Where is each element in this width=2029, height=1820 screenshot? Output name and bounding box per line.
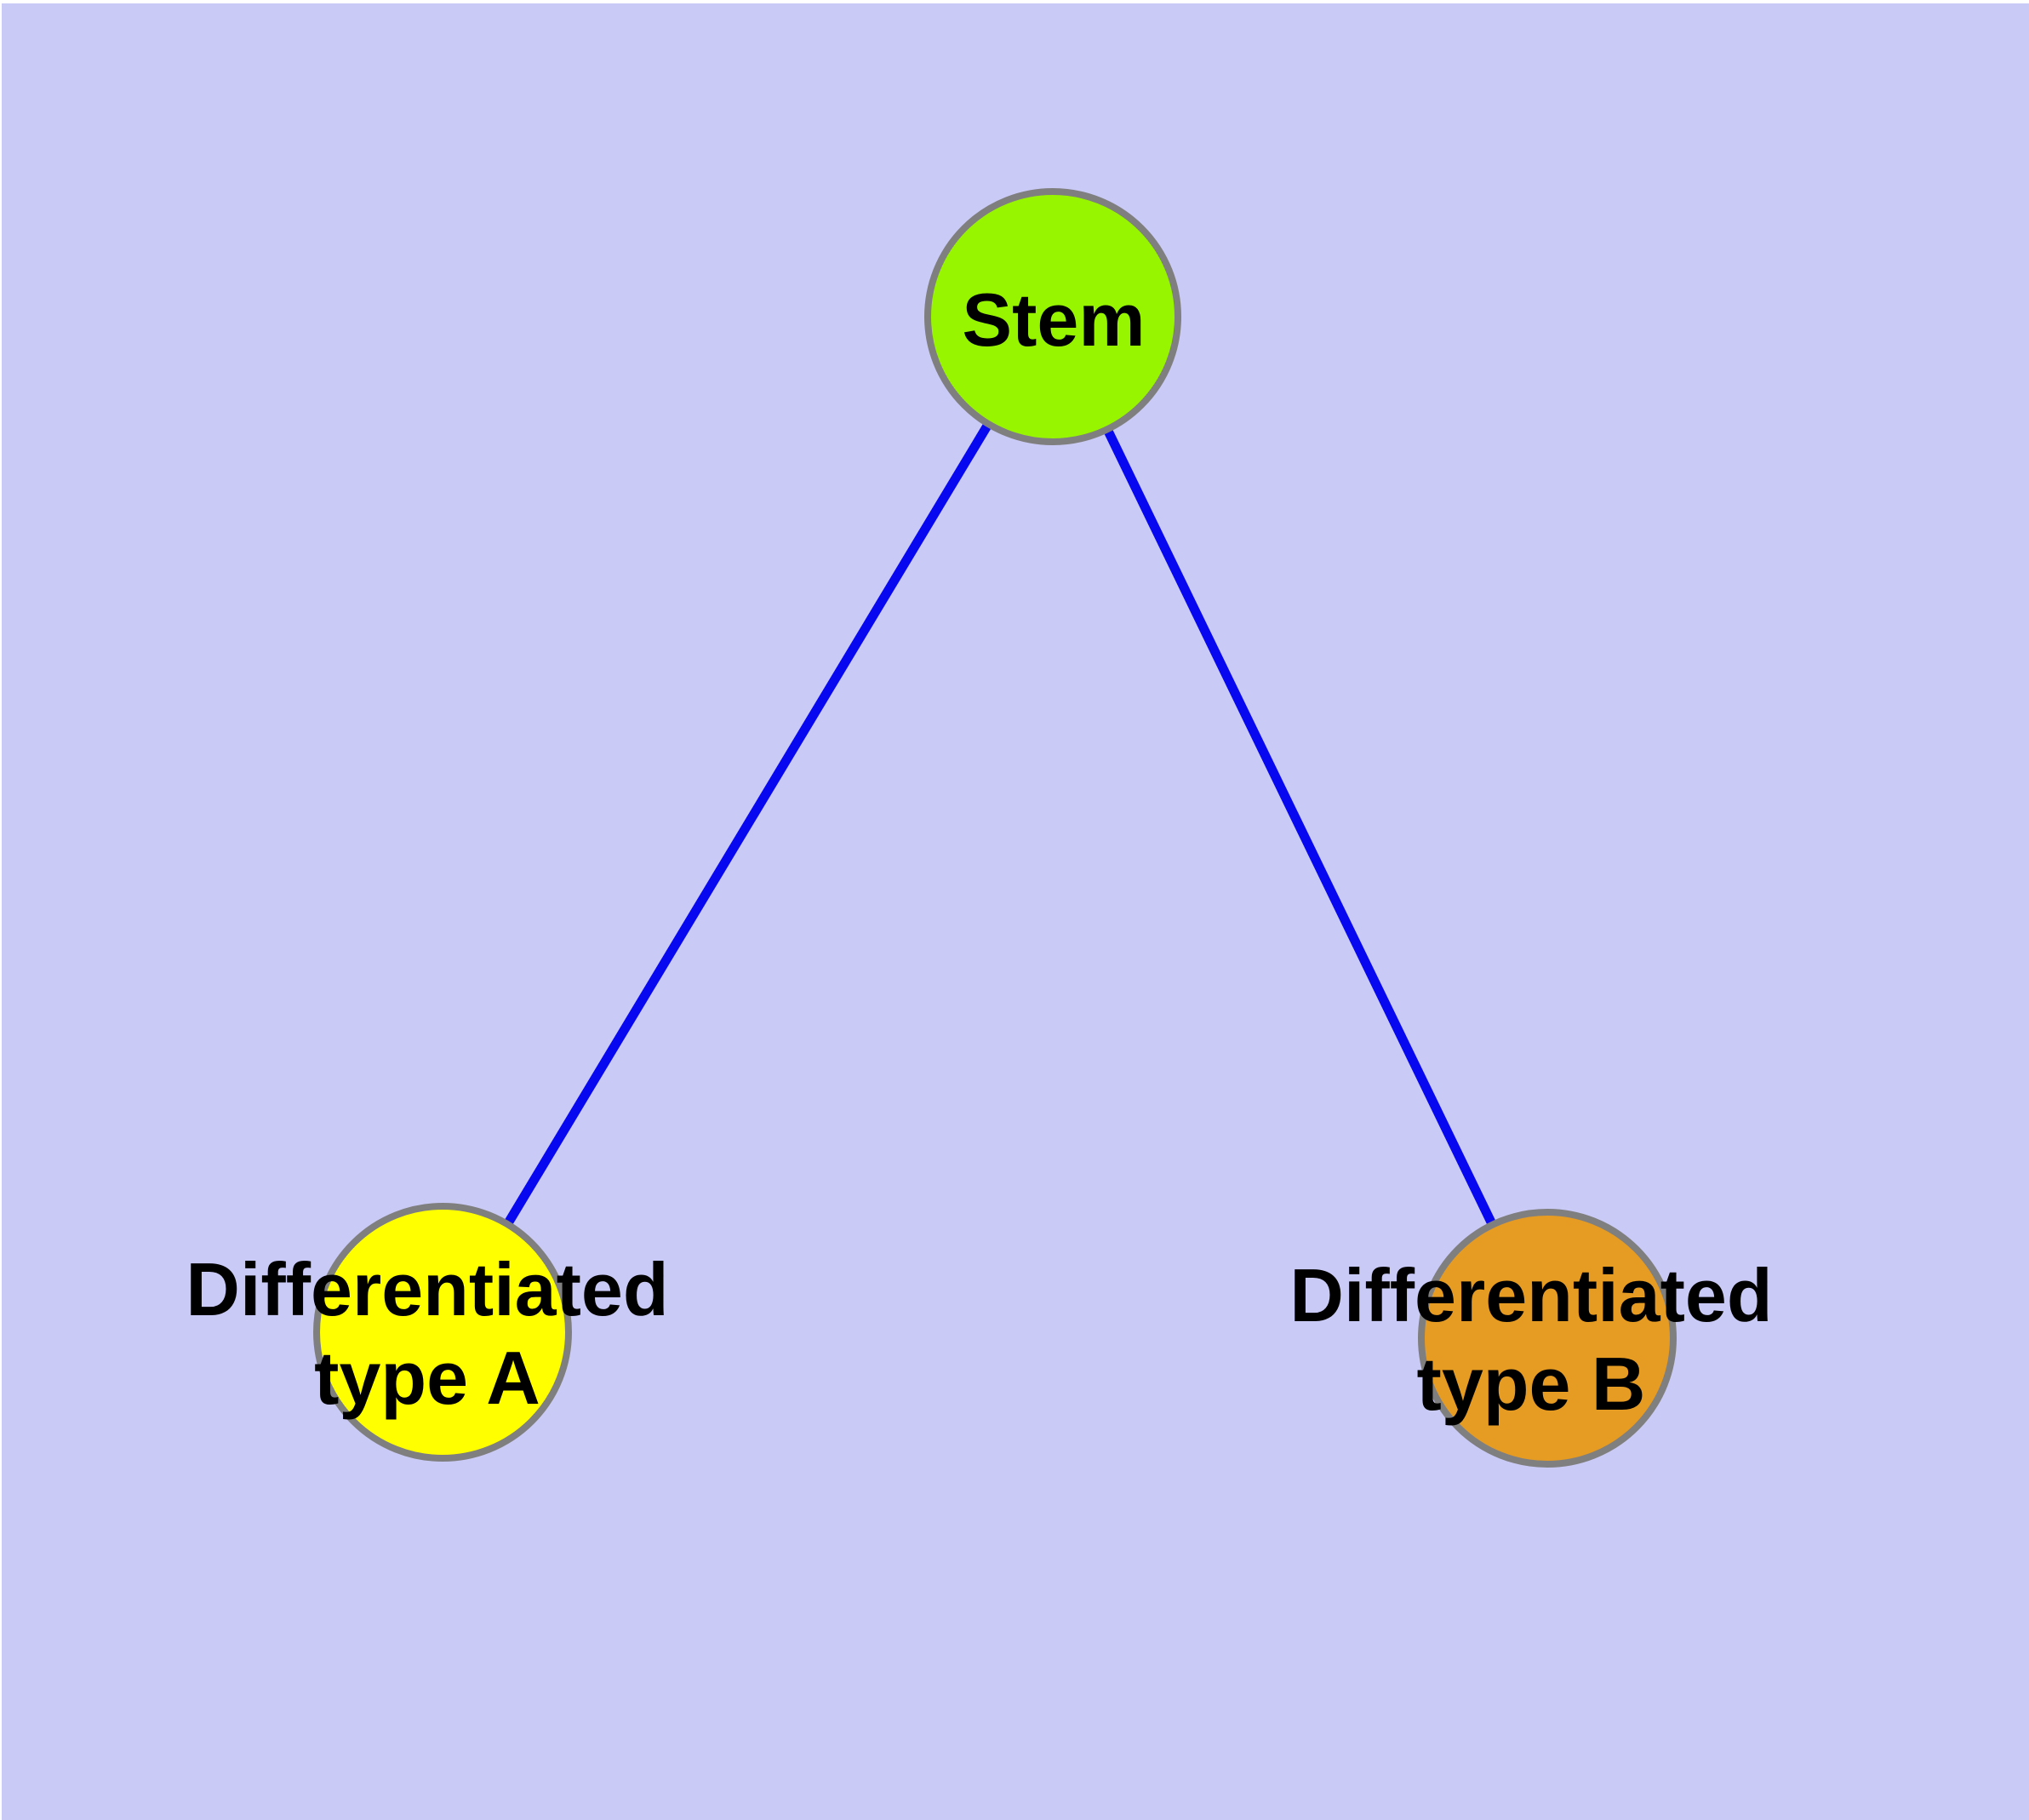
node-stem[interactable]	[924, 188, 1181, 445]
edge-stem-to-type-b[interactable]	[1049, 314, 1552, 1341]
diagram-svg	[313, 188, 1677, 1468]
node-differentiated-type-b[interactable]	[1418, 1209, 1677, 1468]
edge-stem-to-type-a[interactable]	[438, 314, 1057, 1335]
node-differentiated-type-a[interactable]	[313, 1203, 572, 1462]
diagram-canvas: Stem Differentiated type A Differentiate…	[2, 3, 2029, 1820]
